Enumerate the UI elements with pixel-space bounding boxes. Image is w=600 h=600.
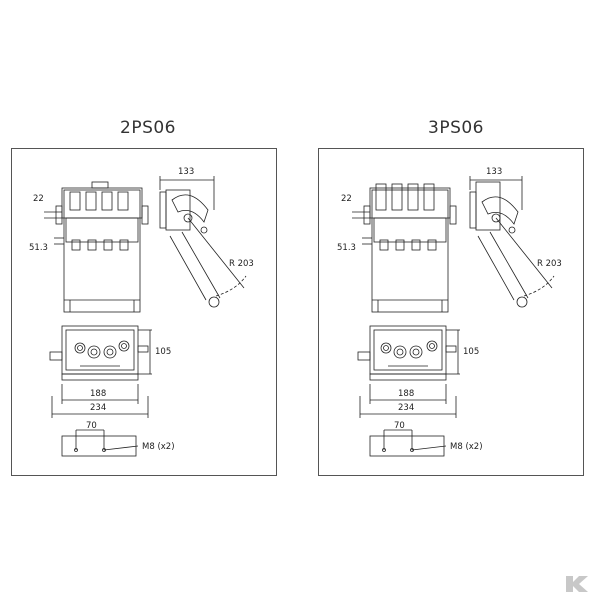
side-view-3ps06 — [469, 181, 555, 308]
dim-70-2ps06: 70 — [86, 421, 97, 431]
dim-234-3ps06: 234 — [398, 403, 414, 413]
k-logo-icon — [566, 576, 588, 592]
dim-51-3ps06: 51.3 — [337, 243, 356, 253]
thread-m8-3ps06: M8 (x2) — [450, 442, 483, 452]
dim-51-2ps06: 51.3 — [29, 243, 48, 253]
dim-188-2ps06: 188 — [90, 389, 106, 399]
side-view-2ps06 — [159, 189, 247, 308]
dim-133-2ps06: 133 — [178, 167, 194, 177]
dim-234-2ps06: 234 — [90, 403, 106, 413]
top-view-2ps06 — [49, 325, 149, 381]
base-plate-3ps06 — [369, 429, 447, 457]
front-view-3ps06 — [363, 183, 457, 313]
base-plate-2ps06 — [61, 429, 139, 457]
dim-188-3ps06: 188 — [398, 389, 414, 399]
panel-frame-3ps06 — [318, 148, 584, 476]
panel-title-2ps06: 2PS06 — [120, 118, 176, 138]
panel-frame-2ps06 — [11, 148, 277, 476]
dim-radius-3ps06: R 203 — [537, 259, 562, 269]
dim-70-3ps06: 70 — [394, 421, 405, 431]
dim-105-3ps06: 105 — [463, 347, 479, 357]
thread-m8-2ps06: M8 (x2) — [142, 442, 175, 452]
dim-radius-2ps06: R 203 — [229, 259, 254, 269]
dim-105-2ps06: 105 — [155, 347, 171, 357]
top-view-3ps06 — [357, 325, 457, 381]
dim-133-3ps06: 133 — [486, 167, 502, 177]
dim-22-2ps06: 22 — [33, 194, 44, 204]
front-view-2ps06 — [55, 181, 149, 313]
panel-title-3ps06: 3PS06 — [428, 118, 484, 138]
dim-22-3ps06: 22 — [341, 194, 352, 204]
